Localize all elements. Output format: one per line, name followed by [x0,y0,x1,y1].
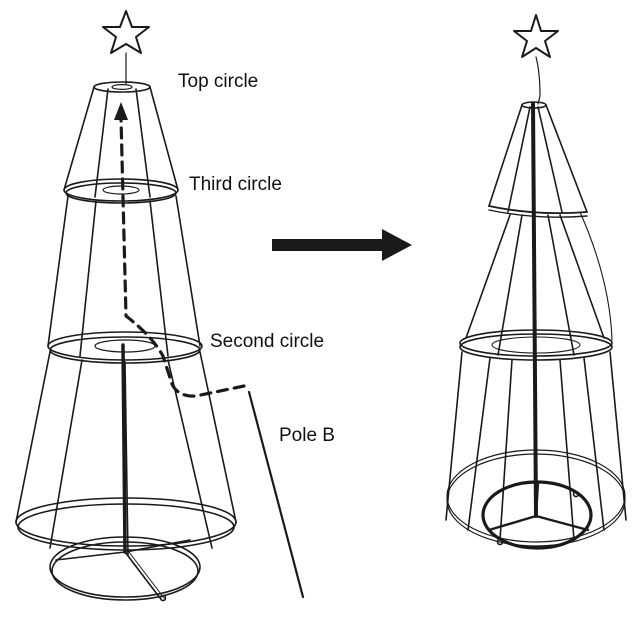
label-top-circle: Top circle [178,71,259,92]
right-center-pole [531,102,538,518]
left-third-circle [63,178,179,204]
left-second-circle [47,331,203,364]
left-center-pole [121,343,127,554]
label-third-circle: Third circle [189,174,282,195]
right-star-icon [513,14,559,58]
right-base-stand [481,480,593,550]
left-star-icon [102,10,150,54]
left-middle-section [47,195,201,357]
left-tree [15,10,246,602]
left-top-section [63,81,179,198]
right-top-section [488,101,588,218]
left-top-circle [93,81,151,93]
label-pole-b: Pole B [279,425,335,446]
right-arrow-icon [272,229,412,261]
left-base-stand [49,536,201,602]
right-tree [445,14,627,550]
pole-b [247,390,305,599]
label-second-circle: Second circle [210,331,325,352]
left-cable-route-arrow [114,102,246,398]
